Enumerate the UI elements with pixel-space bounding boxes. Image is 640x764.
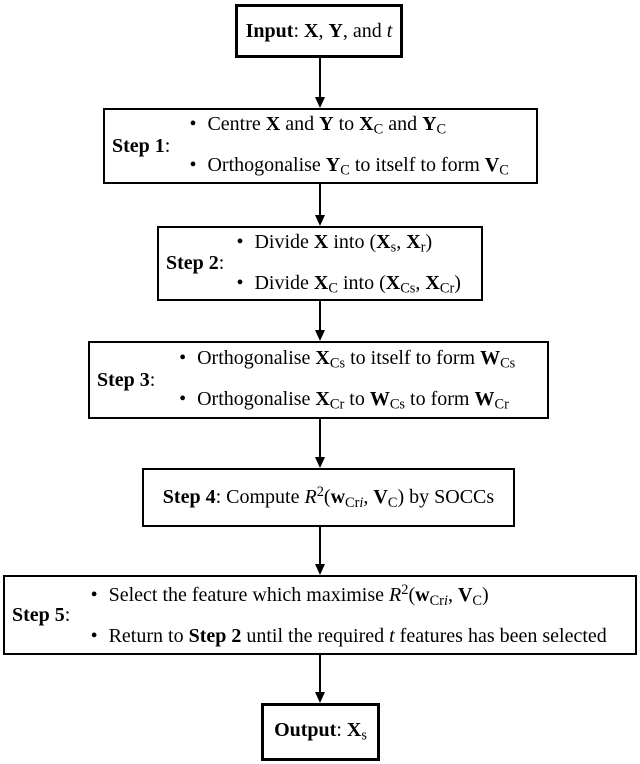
node-output: Output: Xs: [261, 703, 380, 761]
bullet-icon: •: [189, 154, 197, 176]
bullet-icon: •: [236, 271, 244, 294]
step5-label: Step 5:: [12, 603, 71, 626]
arrow-head-icon: [315, 215, 325, 226]
node-step5: Step 5: • Select the feature which maxim…: [3, 575, 637, 655]
step3-bullets: • Orthogonalise XCs to itself to form WC…: [155, 346, 539, 414]
bullet-group: • Orthogonalise XCs to itself to form WC…: [179, 346, 515, 414]
bullet-text: Divide XC into (XCs, XCr): [254, 271, 461, 297]
step1-label: Step 1:: [112, 134, 171, 157]
node-step1: Step 1: • Centre X and Y to XC and YC • …: [103, 108, 538, 184]
bullet-icon: •: [179, 388, 187, 410]
arrow-line: [319, 655, 321, 693]
node-input: Input: X, Y, and t: [235, 4, 403, 58]
bullet-text: Return to Step 2 until the required t fe…: [108, 625, 607, 648]
arrow-head-icon: [315, 330, 325, 341]
bullet-icon: •: [189, 113, 197, 136]
arrow-line: [319, 184, 321, 216]
step4-text: Step 4: Compute R2(wCri, VC) by SOCCs: [162, 483, 495, 511]
bullet-group: • Centre X and Y to XC and YC • Orthogon…: [189, 112, 508, 180]
arrow-line: [319, 58, 321, 98]
bullet-text: Orthogonalise YC to itself to form VC: [207, 154, 509, 179]
flow-arrow-3: [314, 301, 326, 341]
bullet-item: • Divide XC into (XCs, XCr): [236, 271, 460, 298]
node-step3: Step 3: • Orthogonalise XCs to itself to…: [88, 341, 549, 419]
step2-bullets: • Divide X into (Xs, Xr) • Divide XC int…: [224, 230, 473, 298]
bullet-text: Centre X and Y to XC and YC: [207, 113, 447, 138]
step5-bullets: • Select the feature which maximise R2(w…: [70, 582, 627, 648]
arrow-line: [319, 301, 321, 331]
step2-label: Step 2:: [166, 252, 225, 274]
arrow-head-icon: [315, 692, 325, 703]
bullet-text: Divide X into (Xs, Xr): [254, 230, 433, 256]
flow-arrow-1: [314, 58, 326, 108]
step3-label: Step 3:: [97, 368, 156, 391]
input-text: Input: X, Y, and t: [245, 19, 393, 42]
bullet-item: • Select the feature which maximise R2(w…: [91, 582, 607, 610]
bullet-group: • Select the feature which maximise R2(w…: [91, 582, 607, 648]
bullet-item: • Orthogonalise YC to itself to form VC: [189, 153, 508, 180]
arrow-line: [319, 419, 321, 458]
bullet-icon: •: [90, 584, 98, 607]
arrow-line: [319, 527, 321, 565]
flow-arrow-4: [314, 419, 326, 468]
bullet-item: • Divide X into (Xs, Xr): [236, 230, 460, 257]
bullet-text: Orthogonalise XCs to itself to form WCs: [197, 347, 516, 372]
flow-arrow-6: [314, 655, 326, 703]
bullet-item: • Centre X and Y to XC and YC: [189, 112, 508, 139]
bullet-text: Orthogonalise XCr to WCs to form WCr: [197, 388, 509, 413]
arrow-head-icon: [315, 564, 325, 575]
bullet-icon: •: [90, 625, 98, 648]
output-text: Output: Xs: [274, 719, 367, 744]
bullet-group: • Divide X into (Xs, Xr) • Divide XC int…: [236, 230, 460, 298]
flow-arrow-5: [314, 527, 326, 575]
step1-bullets: • Centre X and Y to XC and YC • Orthogon…: [170, 112, 528, 180]
arrow-head-icon: [315, 97, 325, 108]
arrow-head-icon: [315, 457, 325, 468]
node-step4: Step 4: Compute R2(wCri, VC) by SOCCs: [142, 468, 515, 527]
bullet-text: Select the feature which maximise R2(wCr…: [108, 581, 489, 609]
bullet-icon: •: [236, 230, 244, 253]
flow-arrow-2: [314, 184, 326, 226]
bullet-item: • Orthogonalise XCs to itself to form WC…: [179, 346, 515, 373]
bullet-item: • Orthogonalise XCr to WCs to form WCr: [179, 387, 515, 414]
bullet-item: • Return to Step 2 until the required t …: [91, 624, 607, 648]
node-step2: Step 2: • Divide X into (Xs, Xr) • Divid…: [157, 226, 483, 301]
bullet-icon: •: [179, 347, 187, 370]
